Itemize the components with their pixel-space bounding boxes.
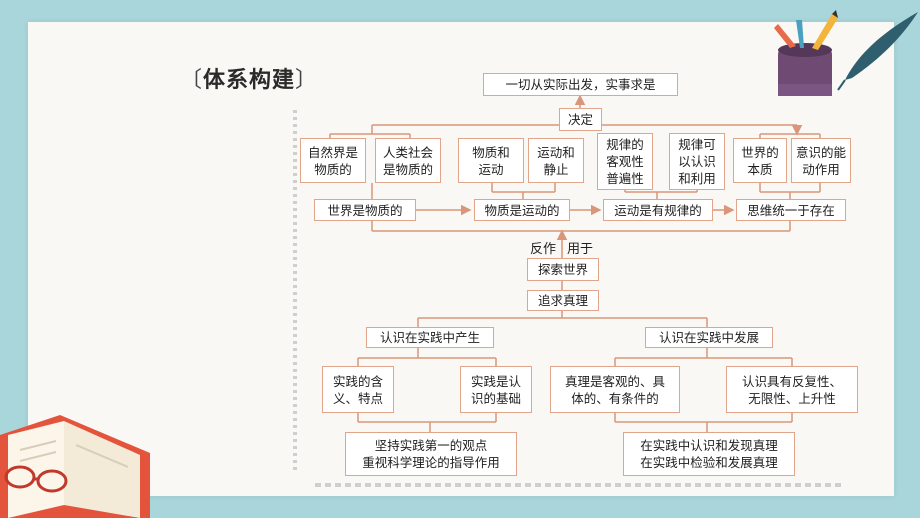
node-explore: 探索世界 <box>527 258 599 281</box>
pencil-cup-icon <box>774 10 918 96</box>
node-right-bottom: 在实践中认识和发现真理 在实践中检验和发展真理 <box>623 432 795 476</box>
title-close-bracket: 〕 <box>295 68 319 93</box>
node-row1-5: 规律的 客观性 普遍性 <box>597 133 653 190</box>
node-right-box-2: 认识具有反复性、 无限性、上升性 <box>726 366 858 413</box>
node-pursue: 追求真理 <box>527 290 599 311</box>
node-left-box-2: 实践是认 识的基础 <box>460 366 532 413</box>
node-row1-6: 规律可 以认识 和利用 <box>669 133 725 190</box>
node-row1-1: 自然界是 物质的 <box>300 138 366 183</box>
node-thought-being: 思维统一于存在 <box>736 199 846 221</box>
label-apply: 用于 <box>567 242 594 257</box>
section-title: 〔体系构建〕 <box>180 62 318 94</box>
open-book-icon <box>0 415 150 518</box>
node-row1-8: 意识的能 动作用 <box>791 138 851 183</box>
node-matter-moving: 物质是运动的 <box>474 199 570 221</box>
node-left-bottom: 坚持实践第一的观点 重视科学理论的指导作用 <box>345 432 517 476</box>
label-reverse: 反作 <box>530 242 557 257</box>
node-right-head: 认识在实践中发展 <box>645 327 773 348</box>
node-row1-3: 物质和 运动 <box>458 138 524 183</box>
node-left-box-1: 实践的含 义、特点 <box>322 366 394 413</box>
title-text: 体系构建 <box>203 68 296 93</box>
scan-edge-decoration <box>293 110 297 470</box>
node-row1-2: 人类社会 是物质的 <box>375 138 441 183</box>
node-world-material: 世界是物质的 <box>314 199 416 221</box>
node-top: 一切从实际出发，实事求是 <box>483 73 678 96</box>
node-right-box-1: 真理是客观的、具 体的、有条件的 <box>550 366 680 413</box>
node-left-head: 认识在实践中产生 <box>366 327 494 348</box>
node-row1-7: 世界的 本质 <box>733 138 787 183</box>
node-row1-4: 运动和 静止 <box>528 138 584 183</box>
node-motion-lawful: 运动是有规律的 <box>603 199 713 221</box>
scan-bottom-decoration <box>315 483 845 487</box>
slide-paper <box>28 22 894 496</box>
title-open-bracket: 〔 <box>180 68 204 93</box>
node-decide: 决定 <box>559 108 602 131</box>
